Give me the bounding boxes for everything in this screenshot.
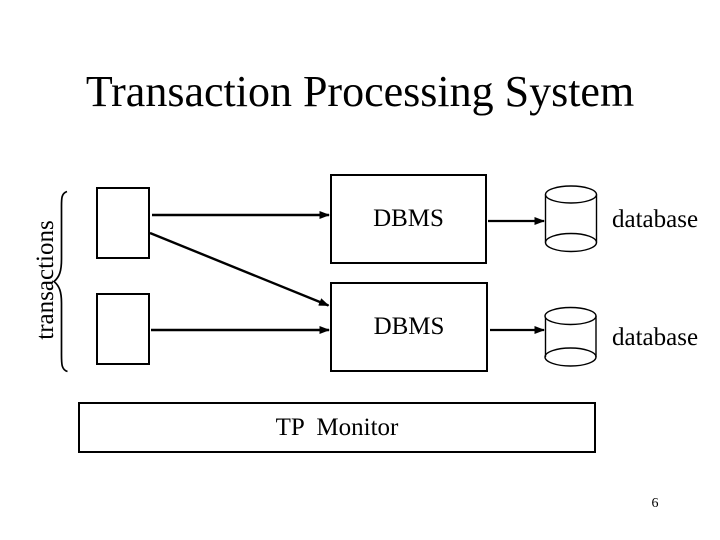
dbms-box-2: DBMS [330,282,488,372]
tp-monitor-label: TP Monitor [275,413,399,441]
dbms-label-2: DBMS [373,313,445,340]
dbms-label-1: DBMS [373,205,444,232]
database-cylinder-icon-1 [544,185,598,253]
tp-monitor-box: TP Monitor [78,402,596,453]
database-cylinder-icon-2 [544,306,597,367]
dbms-box-1: DBMS [330,174,487,264]
transactions-label: transactions [32,220,59,340]
database-label-1: database [612,206,699,233]
slide-title: Transaction Processing System [85,67,635,116]
page-number: 6 [651,496,659,511]
client-box-2 [96,293,150,365]
client-box-1 [96,187,150,259]
database-label-2: database [612,324,699,351]
arrow-client1-dbms2 [149,231,330,307]
